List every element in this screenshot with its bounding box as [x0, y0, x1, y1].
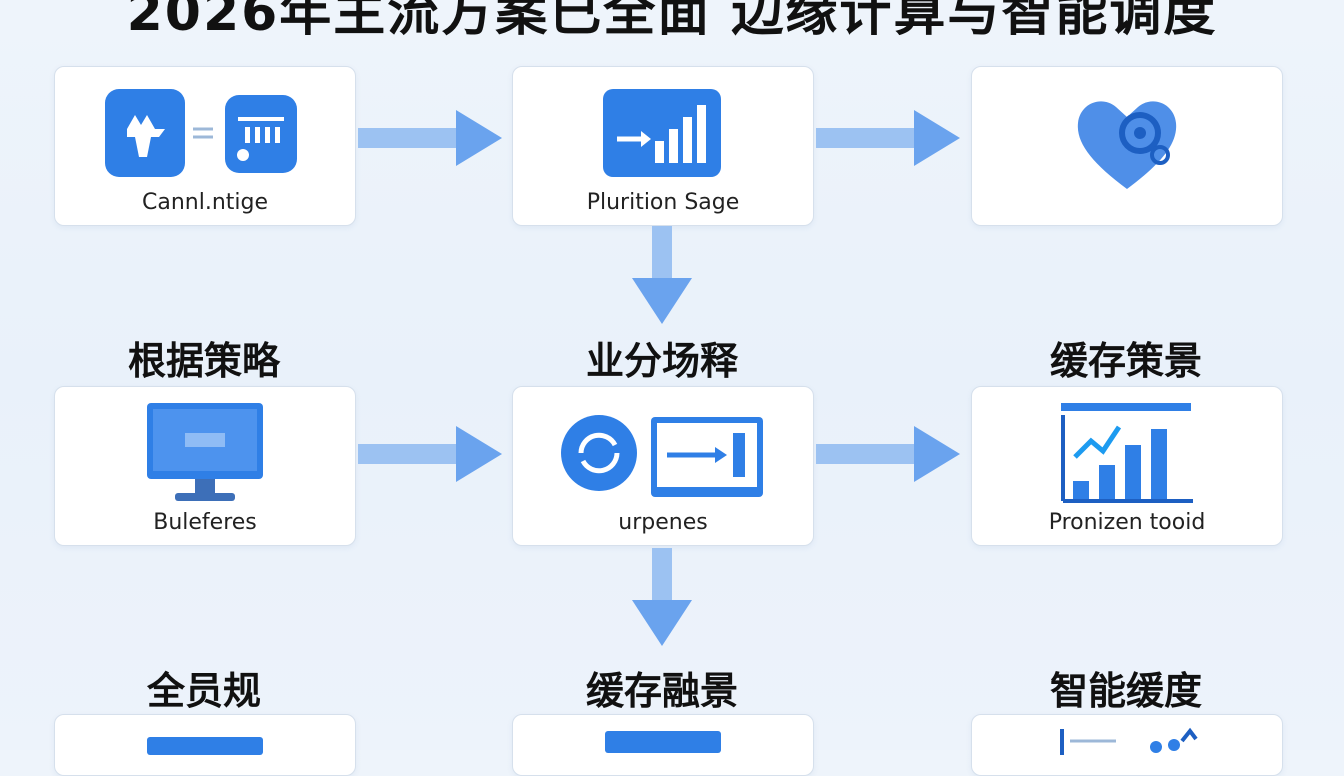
- arrow-right-icon: [358, 110, 502, 166]
- card-row1-col3: [971, 66, 1283, 226]
- bar-chart-icon: [1060, 727, 1198, 755]
- arrow-down-icon: [632, 226, 692, 324]
- card-label: Plurition Sage: [586, 190, 740, 215]
- arrow-right-icon: [816, 426, 960, 482]
- connect-icon: [105, 89, 297, 177]
- card-row2-col1: Buleferes: [54, 386, 356, 546]
- section-heading: 根据策略: [127, 339, 280, 383]
- sync-monitor-icon: [561, 415, 763, 497]
- card-row3-col1: [54, 714, 356, 776]
- section-heading: 业分场释: [585, 339, 738, 383]
- monitor-icon: [605, 731, 721, 753]
- card-row3-col3: [971, 714, 1283, 776]
- page-title: 2026年主流方案已全面 边缘计算与智能调度: [126, 0, 1218, 43]
- heart-gear-icon: [1077, 101, 1177, 189]
- card-label: Cannl.ntige: [141, 190, 269, 215]
- section-heading: 缓存融景: [585, 669, 738, 713]
- section-heading: 缓存策景: [1049, 339, 1202, 383]
- section-heading: 全员规: [146, 669, 261, 713]
- arrow-right-icon: [816, 110, 960, 166]
- bar-chart-icon: [1061, 403, 1193, 503]
- card-row3-col2: [512, 714, 814, 776]
- card-row2-col2: urpenes: [512, 386, 814, 546]
- card-label: Buleferes: [153, 510, 257, 535]
- card-label: Pronizen tooid: [1048, 510, 1206, 535]
- card-row1-col2: Plurition Sage: [512, 66, 814, 226]
- signal-bars-icon: [603, 89, 721, 177]
- arrow-right-icon: [358, 426, 502, 482]
- card-row1-col1: Cannl.ntige: [54, 66, 356, 226]
- monitor-icon: [147, 737, 263, 755]
- card-label: urpenes: [618, 510, 708, 535]
- arrow-down-icon: [632, 548, 692, 646]
- card-row2-col3: Pronizen tooid: [971, 386, 1283, 546]
- monitor-icon: [147, 403, 263, 501]
- section-heading: 智能缓度: [1049, 669, 1202, 713]
